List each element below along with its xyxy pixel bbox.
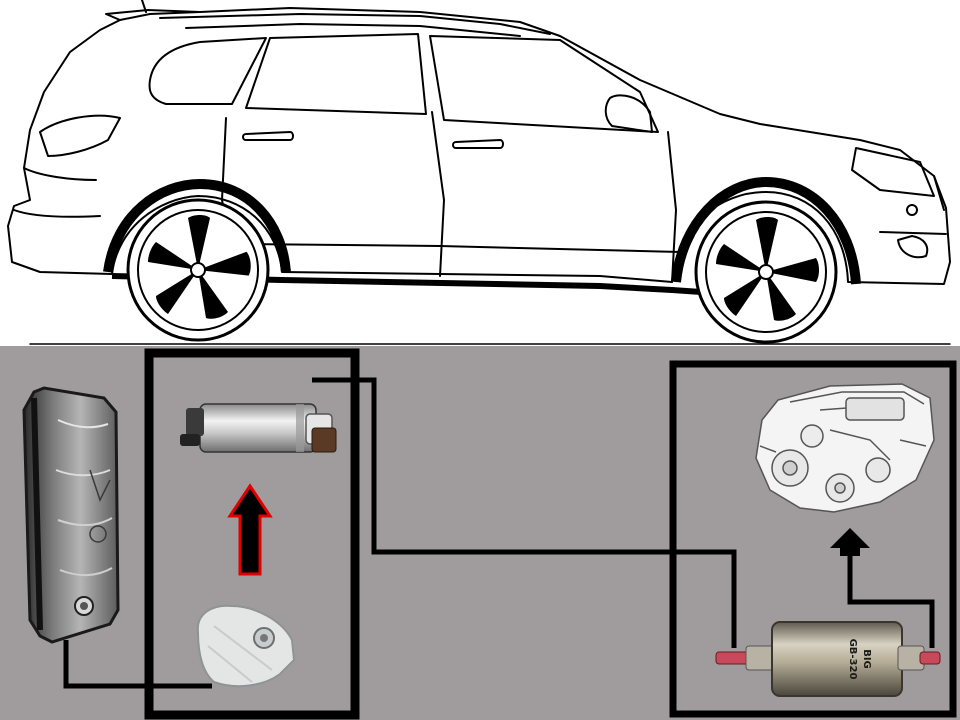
filter-brand-label: BIG [861,649,872,669]
filter-to-engine-line [847,556,935,648]
rear-wheel-icon [126,198,270,342]
fuel-lines [63,377,935,689]
engine-icon [755,383,935,513]
engine-bay-box [669,360,957,718]
car-side-outline-icon [7,0,951,345]
wheel-arch-front [671,176,861,285]
front-wheel-icon [694,200,838,344]
engine-flow-arrow-icon [830,528,870,556]
pump-module-box [144,348,360,720]
pump-flow-arrow-icon [227,483,273,576]
tank-to-strainer-line [63,640,212,689]
fuel-pump-icon [180,403,337,453]
filter-model-label: GB-320 [847,639,858,680]
fuel-tank-icon [22,386,120,644]
fuel-filter-icon: BIG GB-320 [715,621,941,697]
wheel-arch-rear [103,178,291,273]
fuel-strainer-icon [196,604,296,688]
pump-to-filter-line [312,377,737,648]
